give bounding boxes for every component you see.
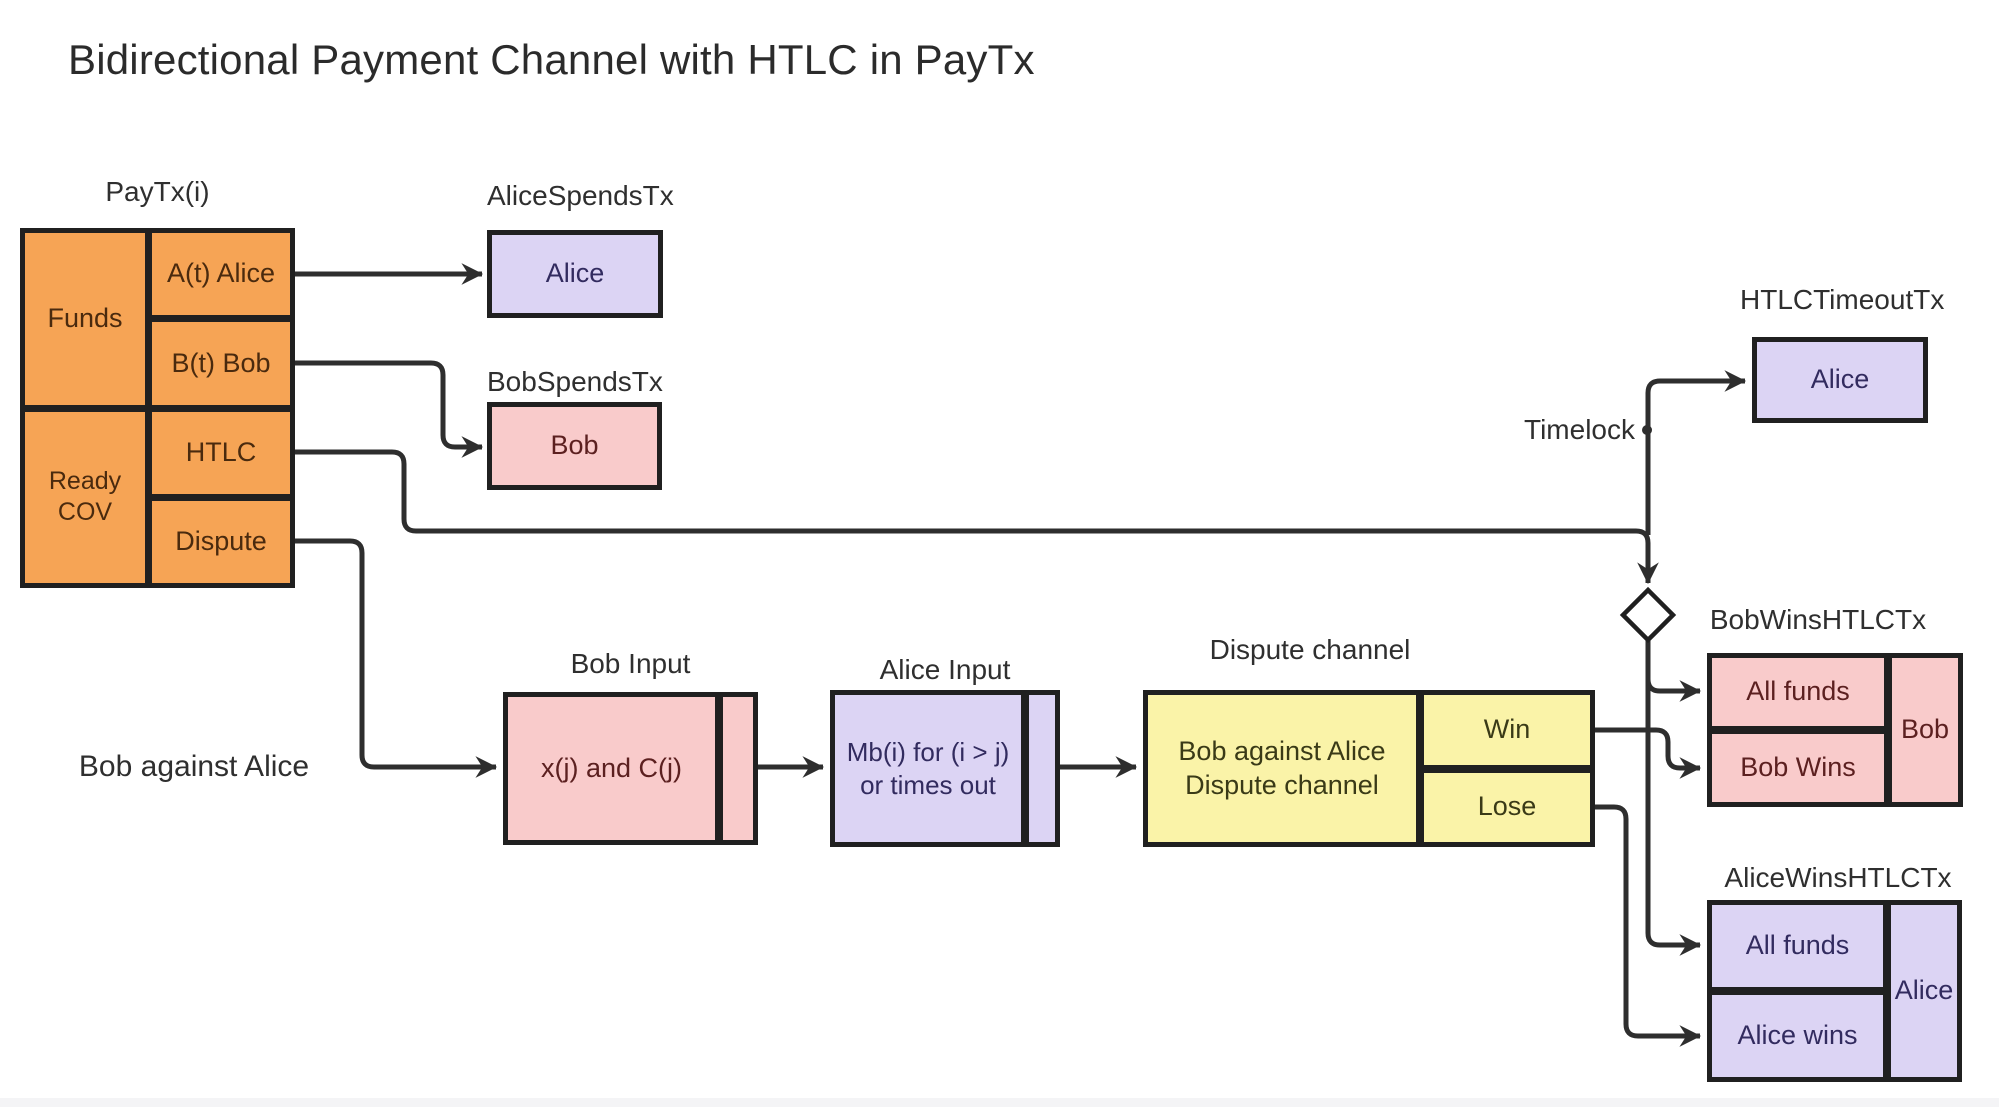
- timelock-dot: [1642, 425, 1652, 435]
- htlctimeouttx-label: HTLCTimeoutTx: [1740, 284, 1945, 315]
- bobwinshtlctx-node: All funds Bob Wins Bob: [1707, 653, 1963, 807]
- bob-input-label: Bob Input: [570, 648, 691, 679]
- bobwins-bobwins-cell: Bob Wins: [1712, 734, 1884, 802]
- bob-input-node: x(j) and C(j): [503, 692, 758, 845]
- paytx-readycov-cell: Ready COV: [25, 411, 145, 583]
- alice-input-cell: Mb(i) for (i > j) or times out: [835, 695, 1021, 842]
- alicespendstx-cell: Alice: [492, 235, 658, 313]
- alicewins-alicewins-cell: Alice wins: [1712, 995, 1883, 1077]
- dispute-channel-divider: [1416, 695, 1424, 842]
- alicewins-divider: [1883, 905, 1891, 1077]
- edge-timelock-to-htlctimeout: [1645, 370, 1747, 535]
- alice-input-node: Mb(i) for (i > j) or times out: [830, 690, 1060, 847]
- alicewins-allfunds-cell: All funds: [1712, 905, 1883, 987]
- paytx-label: PayTx(i): [105, 176, 210, 207]
- alice-input-label: Alice Input: [879, 654, 1011, 685]
- edge-win-to-bobwins: [1595, 727, 1702, 779]
- edge-lose-to-alicewins: [1595, 804, 1702, 1047]
- bottom-edge: [0, 1098, 1999, 1107]
- dispute-channel-label: Dispute channel: [1209, 634, 1411, 665]
- bobwins-divider: [1884, 658, 1892, 802]
- alicespendstx-label: AliceSpendsTx: [487, 180, 674, 211]
- paytx-column-divider: [145, 233, 152, 583]
- alice-input-strip-divider: [1021, 695, 1029, 842]
- htlctimeouttx-cell: Alice: [1757, 342, 1923, 418]
- alicewinshtlctx-label: AliceWinsHTLCTx: [1724, 862, 1952, 893]
- page-title: Bidirectional Payment Channel with HTLC …: [68, 36, 1035, 83]
- paytx-node: Funds Ready COV A(t) Alice B(t) Bob HTLC: [20, 228, 295, 588]
- win-lose-divider: [1424, 764, 1590, 773]
- paytx-funds-cell: Funds: [25, 233, 145, 405]
- bobwins-allfunds-cell: All funds: [1712, 658, 1884, 726]
- edge-bbob-to-bobspends: [295, 360, 484, 458]
- edge-dispute-to-bobinput: [295, 538, 498, 778]
- bobspendstx-node: Bob: [487, 402, 662, 490]
- alice-input-strip: [1029, 695, 1055, 842]
- timelock-label: Timelock: [1524, 414, 1635, 445]
- dispute-channel-main-cell: Bob against Alice Dispute channel: [1148, 695, 1416, 842]
- edge-diamond-to-bobwins-allfunds: [1645, 678, 1702, 702]
- bobwinshtlctx-label: BobWinsHTLCTx: [1709, 604, 1927, 635]
- paytx-a-alice-cell: A(t) Alice: [152, 233, 290, 316]
- bob-against-alice-label: Bob against Alice: [78, 750, 310, 783]
- dispute-channel-win-cell: Win: [1424, 695, 1590, 765]
- alicespendstx-node: Alice: [487, 230, 663, 318]
- paytx-htlc-cell: HTLC: [152, 411, 290, 494]
- bobwins-owner-cell: Bob: [1892, 658, 1958, 802]
- dispute-channel-node: Bob against Alice Dispute channel Win Lo…: [1143, 690, 1595, 847]
- alicewinshtlctx-node: All funds Alice wins Alice: [1707, 900, 1962, 1082]
- edge-diamond-to-alicewins-allfunds: [1645, 640, 1702, 956]
- paytx-b-bob-cell: B(t) Bob: [152, 322, 290, 405]
- decision-diamond: [1619, 586, 1677, 644]
- htlctimeouttx-node: Alice: [1752, 337, 1928, 423]
- bobspendstx-cell: Bob: [492, 407, 657, 485]
- bobspendstx-label: BobSpendsTx: [487, 366, 663, 397]
- bob-input-strip: [723, 697, 753, 840]
- alicewins-owner-cell: Alice: [1891, 905, 1957, 1077]
- paytx-dispute-cell: Dispute: [152, 500, 290, 583]
- bob-input-strip-divider: [715, 697, 723, 840]
- dispute-channel-lose-cell: Lose: [1424, 772, 1590, 842]
- bob-input-cell: x(j) and C(j): [508, 697, 715, 840]
